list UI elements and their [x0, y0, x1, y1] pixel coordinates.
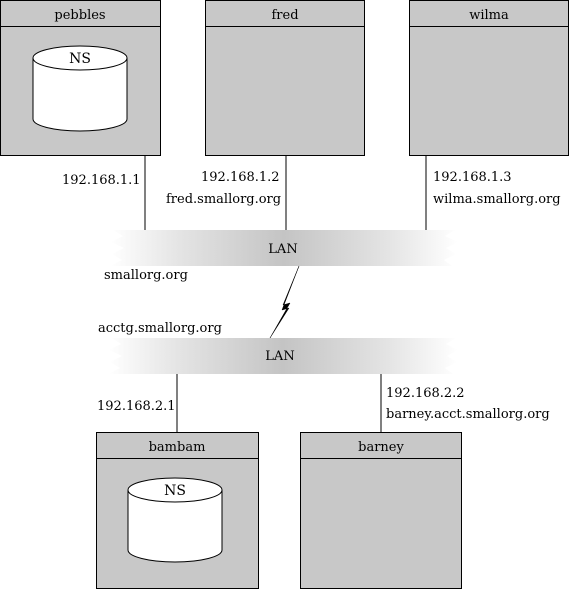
smallorg-domain-label: smallorg.org [104, 268, 188, 283]
host-fred-title: fred [271, 8, 298, 23]
barney-ip-label: 192.168.2.2 [386, 386, 465, 401]
host-bambam: bambam NS [96, 432, 259, 589]
wilma-ip-label: 192.168.1.3 [433, 170, 512, 185]
host-wilma-box [409, 0, 569, 156]
lan-top: LAN [110, 230, 458, 266]
host-bambam-title: bambam [149, 440, 206, 455]
acctg-domain-label: acctg.smallorg.org [98, 321, 222, 336]
bambam-ip-label: 192.168.2.1 [97, 399, 176, 414]
pebbles-ip-label: 192.168.1.1 [62, 173, 141, 188]
host-wilma: wilma [409, 0, 569, 156]
host-pebbles: pebbles NS [0, 0, 161, 156]
ns-label: NS [164, 483, 186, 499]
host-barney-title: barney [358, 440, 404, 455]
host-fred-box [205, 0, 365, 156]
lan-bottom-label: LAN [265, 349, 294, 364]
ns-label: NS [69, 51, 91, 67]
barney-hostname-label: barney.acct.smallorg.org [386, 407, 550, 422]
fred-ip-label: 192.168.1.2 [201, 170, 280, 185]
lan-top-band [110, 230, 458, 266]
host-pebbles-title: pebbles [54, 8, 105, 23]
host-barney-box [300, 432, 462, 589]
host-wilma-title: wilma [469, 8, 509, 23]
lan-bottom: LAN [108, 338, 458, 374]
ns-database-icon: NS [32, 45, 128, 132]
ns-database-icon: NS [127, 477, 223, 563]
lan-top-label: LAN [268, 242, 297, 257]
host-barney: barney [300, 432, 462, 589]
host-fred: fred [205, 0, 365, 156]
lan-bottom-band [108, 338, 458, 374]
wan-lightning-icon [269, 265, 300, 339]
fred-hostname-label: fred.smallorg.org [166, 192, 281, 207]
connection-lines [144, 156, 427, 432]
wilma-hostname-label: wilma.smallorg.org [433, 192, 561, 207]
